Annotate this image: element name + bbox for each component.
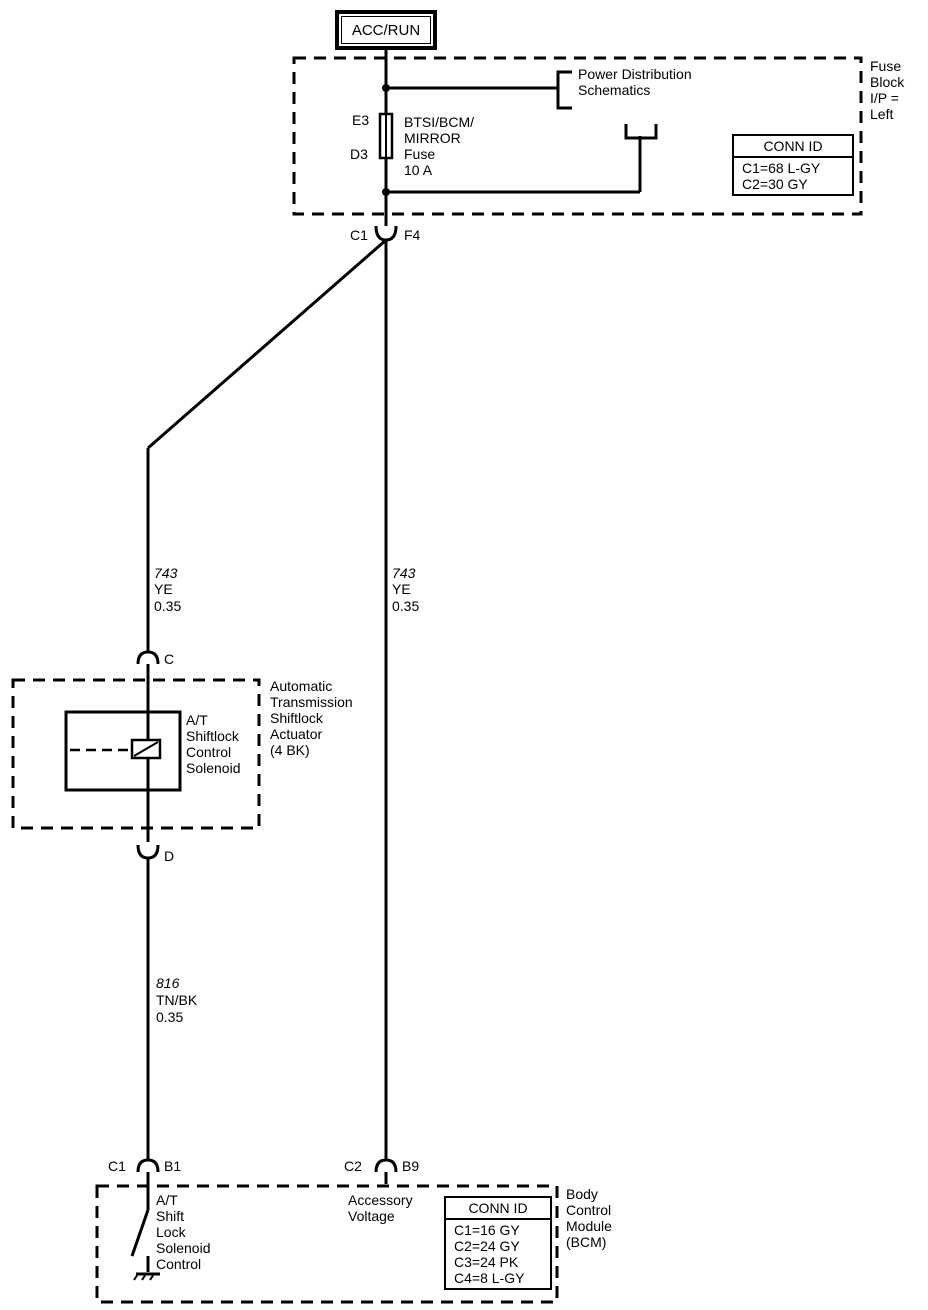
- bcm-conn-id-title: CONN ID: [446, 1198, 550, 1220]
- fuse-block-label: Fuse Block I/P = Left: [870, 58, 905, 122]
- pin-d-label: D: [164, 848, 175, 864]
- wire-743-right-color: YE: [392, 581, 411, 597]
- bcm-left-function: A/T Shift Lock Solenoid Control: [156, 1192, 211, 1272]
- connector-c: [136, 650, 160, 665]
- splice-node-bottom: [382, 188, 390, 196]
- wire-743-left-diagonal: [147, 238, 387, 450]
- bcm-right-function: Accessory Voltage: [348, 1192, 413, 1224]
- power-source-box: ACC/RUN: [335, 10, 437, 50]
- bcm-outline: [95, 1184, 559, 1304]
- connector-c1-b1: [136, 1158, 160, 1173]
- fuse-label: BTSI/BCM/ MIRROR Fuse 10 A: [404, 114, 475, 178]
- pin-c-label: C: [164, 651, 175, 667]
- wire-816-color: TN/BK: [156, 992, 198, 1008]
- fuse-block-outline: [292, 56, 863, 216]
- power-distribution-label: Power Distribution Schematics: [578, 66, 692, 98]
- fuse-block-conn-id: CONN ID C1=68 L-GY C2=30 GY: [732, 134, 854, 196]
- wire-743-left-circuit: 743: [154, 565, 178, 581]
- wire-816-circuit: 816: [156, 975, 180, 991]
- bcm-connector-c1: C1: [108, 1158, 126, 1174]
- conn-id-lines: C1=68 L-GY C2=30 GY: [742, 160, 821, 192]
- fuse-pin-d3: D3: [350, 146, 368, 162]
- wire-743-right-size: 0.35: [392, 598, 420, 614]
- actuator-label: Automatic Transmission Shiftlock Actuato…: [270, 678, 353, 758]
- actuator-outline: [11, 678, 261, 830]
- bcm-connector-c2: C2: [344, 1158, 362, 1174]
- solenoid-box: [64, 710, 182, 792]
- connector-c2-b9: [374, 1158, 398, 1173]
- conn-id-title: CONN ID: [734, 136, 852, 158]
- power-source-label: ACC/RUN: [351, 21, 421, 39]
- bcm-pin-b1: B1: [164, 1158, 182, 1174]
- wire-816-size: 0.35: [156, 1009, 184, 1025]
- solenoid-label: A/T Shiftlock Control Solenoid: [186, 712, 241, 776]
- bcm-pin-b9: B9: [402, 1158, 420, 1174]
- wire-743-right-circuit: 743: [392, 565, 416, 581]
- splice-node-top: [382, 84, 390, 92]
- bcm-conn-id-lines: C1=16 GY C2=24 GY C3=24 PK C4=8 L-GY: [454, 1222, 525, 1286]
- power-dist-bracket: [556, 70, 572, 110]
- wire-743-left-size: 0.35: [154, 598, 182, 614]
- fuse-pin-e3: E3: [352, 112, 370, 128]
- bcm-conn-id: CONN ID C1=16 GY C2=24 GY C3=24 PK C4=8 …: [444, 1196, 552, 1290]
- switch-contact: [130, 1209, 150, 1257]
- wire-743-left-color: YE: [154, 581, 173, 597]
- solenoid-coil: [130, 738, 162, 760]
- connector-d: [136, 844, 160, 860]
- connector-c1-f4: [374, 225, 398, 242]
- connector-c1-label: C1: [350, 227, 368, 243]
- pin-f4-label: F4: [404, 227, 421, 243]
- bcm-label: Body Control Module (BCM): [566, 1186, 612, 1250]
